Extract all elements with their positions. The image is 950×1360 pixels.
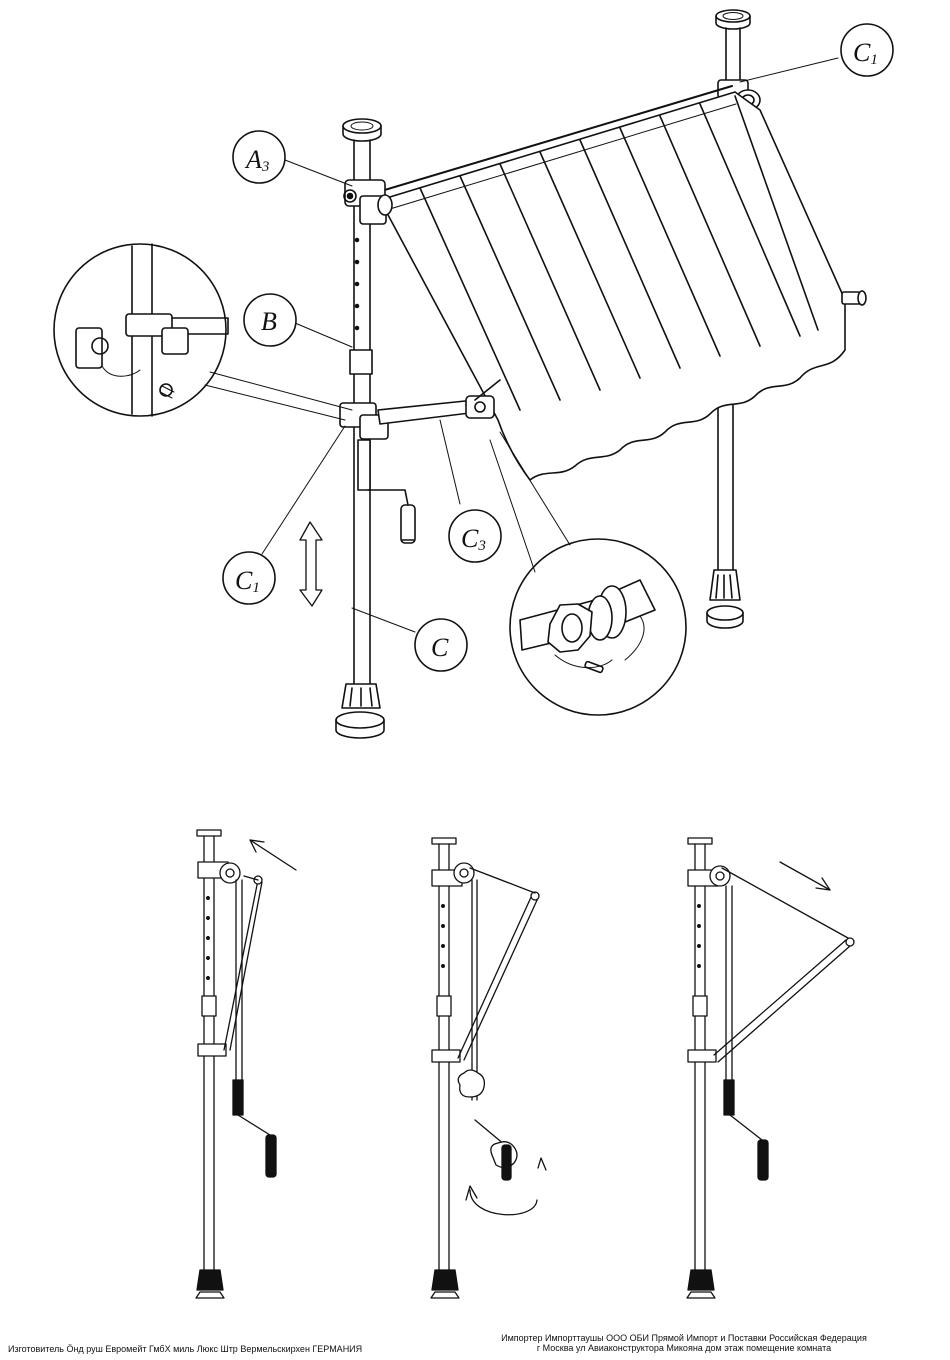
- footer-manufacturer: Изготовитель Ӧнд руш Евромейт ГмбХ миль …: [8, 1344, 362, 1354]
- footer-importer-line2: г Москва ул Авиаконструктора Микояна дом…: [484, 1343, 884, 1353]
- label-b: B: [261, 307, 277, 336]
- leader-c: [352, 608, 415, 632]
- footer-importer-line1: Импортер Импорттаушы ООО ОБИ Прямой Импо…: [484, 1333, 884, 1343]
- footer-importer: Импортер Импорттаушы ООО ОБИ Прямой Импо…: [484, 1333, 884, 1353]
- leader-a3: [285, 160, 352, 186]
- leader-b: [295, 323, 352, 347]
- hand-crank: [358, 440, 415, 543]
- step-2-diagram: [431, 838, 546, 1298]
- rotation-arrows-icon: [470, 1190, 537, 1215]
- leader-c1-top: [740, 58, 838, 82]
- magnifier-detail-knob-icon: [490, 432, 686, 715]
- left-pole: [336, 119, 392, 738]
- leader-c3: [440, 420, 460, 504]
- magnifier-detail-clamp-icon: [54, 244, 352, 420]
- label-c: C: [431, 633, 449, 662]
- double-arrow-adjust-icon: [300, 522, 322, 606]
- step-1-diagram: [196, 830, 296, 1298]
- right-pole-bottom: [707, 390, 743, 628]
- step-3-diagram: [687, 838, 854, 1298]
- awning-canopy: [378, 86, 866, 480]
